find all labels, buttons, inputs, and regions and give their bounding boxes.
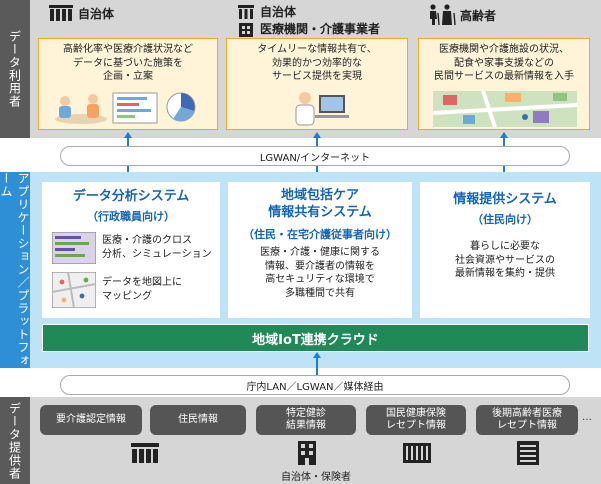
provider-chip: 要介護認定情報 bbox=[40, 405, 142, 435]
system-subtitle: （住民・在宅介護従事者向け） bbox=[243, 228, 397, 241]
system-title: 情報共有システム bbox=[268, 205, 372, 220]
user-column-municipality: 自治体 高齢化率や医療介護状況など データに基づいた施策を 企画・立案 bbox=[38, 0, 218, 138]
arrow-line bbox=[316, 354, 318, 376]
system-description-line: 最新情報を集約・提供 bbox=[455, 268, 555, 279]
system-description-line: 多職種間で共有 bbox=[285, 287, 355, 299]
office-building-icon bbox=[403, 443, 431, 463]
provider-caption: 自治体・保険者 bbox=[281, 472, 351, 483]
description-line: 高齢化率や医療介護状況など bbox=[63, 44, 193, 55]
data-analysis-system-box: データ分析システム （行政職員向け） 医療・介護のクロス 分析、シミュレーション… bbox=[42, 182, 220, 318]
network-bar-bottom: 庁内LAN／LGWAN／媒体経由 bbox=[60, 375, 570, 395]
system-feature-line: 医療・介護のクロス bbox=[102, 235, 192, 246]
system-subtitle: （行政職員向け） bbox=[87, 210, 175, 223]
data-providers-label: データ提供者 bbox=[0, 397, 30, 484]
user-title: 自治体 bbox=[260, 5, 297, 19]
more-providers-ellipsis: … bbox=[582, 412, 592, 423]
description-line: データに基づいた施策を bbox=[73, 57, 183, 69]
system-description-line: 社会資源やサービスの bbox=[455, 254, 555, 266]
system-title: 地域包括ケア bbox=[280, 188, 359, 203]
description-line: 企画・立案 bbox=[103, 71, 153, 82]
description-line: タイムリーな情報共有で、 bbox=[257, 44, 377, 55]
staff-computer-illustration bbox=[295, 92, 349, 126]
description-line: 配食や家事支援などの bbox=[454, 57, 554, 69]
town-map-illustration bbox=[433, 91, 577, 127]
arrow-line bbox=[316, 136, 318, 148]
arrow-head-up bbox=[313, 352, 321, 358]
system-description-line: 医療・介護・健康に関する bbox=[260, 247, 380, 258]
municipal-building-icon bbox=[131, 443, 159, 463]
municipal-building-icon bbox=[49, 5, 73, 21]
user-subtitle: 医療機関・介護事業者 bbox=[260, 22, 381, 37]
description-line: サービス提供を実現 bbox=[272, 71, 362, 82]
system-description-line: 情報、要介護者の情報を bbox=[265, 260, 375, 272]
elderly-couple-icon bbox=[430, 4, 456, 26]
data-users-label: データ利用者 bbox=[0, 0, 30, 138]
analysis-chart-thumbnail bbox=[52, 232, 96, 264]
iot-cloud-bar: 地域IoT連携クラウド bbox=[42, 324, 589, 352]
system-title: データ分析システム bbox=[72, 189, 190, 204]
arrow-head-up bbox=[124, 132, 132, 138]
provider-chip: 住民情報 bbox=[150, 405, 246, 435]
meeting-illustration bbox=[55, 92, 196, 124]
provider-chip: 後期高齢者医療レセプト情報 bbox=[476, 405, 578, 435]
user-description-box: 高齢化率や医療介護状況など データに基づいた施策を 企画・立案 bbox=[38, 38, 218, 130]
hospital-building-icon bbox=[238, 5, 254, 37]
provider-chip: 国民健康保険レセプト情報 bbox=[366, 405, 466, 435]
system-feature-line: 分析、シミュレーション bbox=[102, 248, 212, 260]
information-system-box: 情報提供システム （住民向け） 暮らしに必要な 社会資源やサービスの 最新情報を… bbox=[420, 182, 590, 318]
user-title: 自治体 bbox=[78, 6, 115, 21]
building-icon bbox=[298, 441, 316, 465]
user-column-elderly: 高齢者 医療機関や介護施設の状況、 配食や家事支援などの 民間サービスの最新情報… bbox=[418, 0, 590, 138]
user-title: 高齢者 bbox=[460, 8, 497, 23]
user-description-box: タイムリーな情報共有で、 効果的かつ効率的な サービス提供を実現 bbox=[226, 38, 408, 130]
description-line: 効果的かつ効率的な bbox=[272, 57, 362, 69]
network-bar-top: LGWAN/インターネット bbox=[60, 146, 570, 166]
provider-chip: 特定健診結果情報 bbox=[256, 405, 356, 435]
system-feature-line: マッピング bbox=[102, 290, 152, 302]
system-title: 情報提供システム bbox=[453, 192, 557, 207]
arrow-head-up bbox=[313, 132, 321, 138]
description-line: 民間サービスの最新情報を入手 bbox=[434, 71, 574, 82]
platform-label: アプリケーション／プラットフォーム bbox=[0, 172, 30, 368]
system-description-line: 高セキュリティな環境で bbox=[265, 274, 375, 285]
system-description-line: 暮らしに必要な bbox=[470, 241, 540, 252]
arrow-line bbox=[503, 136, 505, 148]
document-building-icon bbox=[517, 441, 539, 465]
description-line: 医療機関や介護施設の状況、 bbox=[439, 44, 569, 55]
system-feature-line: データを地図上に bbox=[102, 277, 182, 288]
arrow-head-up bbox=[500, 132, 508, 138]
community-care-system-box: 地域包括ケア 情報共有システム （住民・在宅介護従事者向け） 医療・介護・健康に… bbox=[228, 182, 412, 318]
system-subtitle: （住民向け） bbox=[472, 213, 538, 226]
arrow-line bbox=[127, 136, 129, 148]
user-description-box: 医療機関や介護施設の状況、 配食や家事支援などの 民間サービスの最新情報を入手 bbox=[418, 38, 590, 130]
user-column-medical: 自治体 医療機関・介護事業者 タイムリーな情報共有で、 効果的かつ効率的な サー… bbox=[226, 0, 408, 138]
map-thumbnail bbox=[52, 272, 96, 308]
